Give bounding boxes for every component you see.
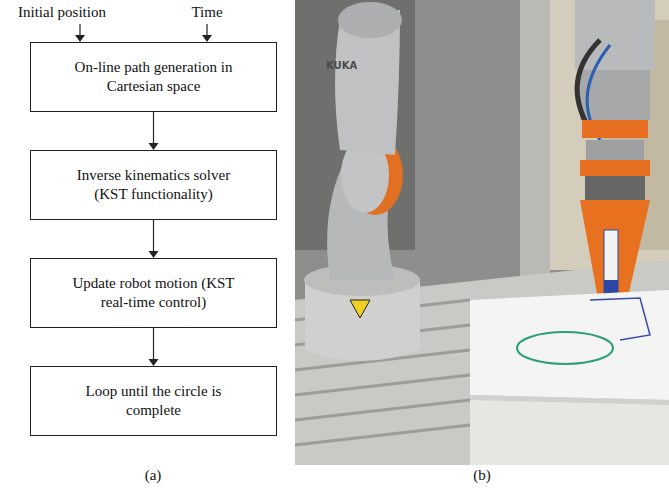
process-box: On-line path generation in Cartesian spa…	[30, 42, 277, 112]
input-arrows	[75, 24, 212, 42]
flow-arrow	[149, 220, 159, 258]
flow-arrow	[149, 112, 159, 150]
box-text: Inverse kinematics solver (KST functiona…	[59, 166, 248, 204]
panel-label: (a)	[145, 466, 162, 484]
flow-arrow	[149, 328, 159, 366]
process-box: Update robot motion (KST real-time contr…	[30, 258, 277, 328]
process-box: Inverse kinematics solver (KST functiona…	[30, 150, 277, 220]
box-text: Update robot motion (KST real-time contr…	[59, 274, 248, 312]
box-text: Loop until the circle is complete	[59, 382, 248, 420]
input-label: Initial position	[18, 3, 106, 21]
process-box: Loop until the circle is complete	[30, 366, 277, 436]
box-text: On-line path generation in Cartesian spa…	[59, 58, 248, 96]
panel-label: (b)	[473, 466, 491, 484]
input-label: Time	[191, 3, 222, 21]
logo-text: KUKA	[326, 60, 357, 72]
